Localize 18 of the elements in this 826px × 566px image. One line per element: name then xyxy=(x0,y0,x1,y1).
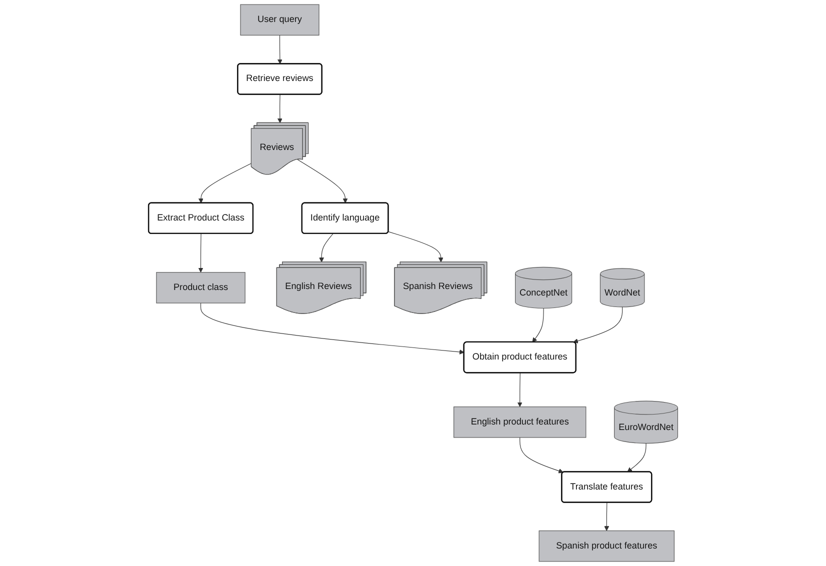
node-box: Product class xyxy=(156,272,246,304)
arrow xyxy=(297,159,348,204)
arrow xyxy=(277,94,282,124)
arrow xyxy=(198,163,252,204)
arrow xyxy=(604,502,609,531)
arrow xyxy=(517,372,522,408)
arrow xyxy=(572,306,622,344)
arrow xyxy=(388,231,444,262)
arrow xyxy=(318,233,334,262)
arrow xyxy=(532,308,544,342)
arrow xyxy=(198,233,204,273)
node-box: Spanish product features xyxy=(538,530,674,562)
node-box: English product features xyxy=(453,406,586,438)
node-box: User query xyxy=(240,4,320,36)
arrow xyxy=(277,34,282,64)
arrow xyxy=(519,437,564,474)
arrow xyxy=(200,302,464,354)
arrow xyxy=(627,443,646,472)
